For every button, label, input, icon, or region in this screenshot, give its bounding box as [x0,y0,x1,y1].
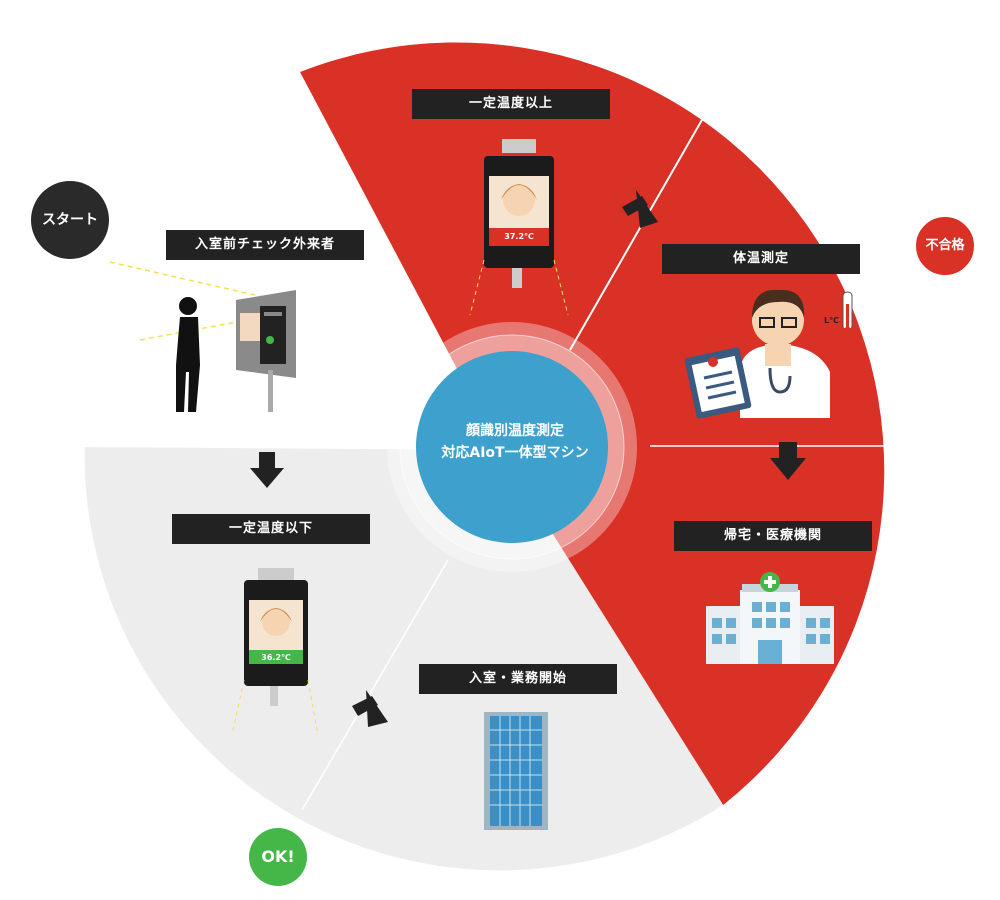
screen-temp-high: 37.2℃ [504,232,534,241]
center-title-line1: 顔識別温度測定 [466,423,564,439]
center-title: 顔識別温度測定 対応AIoT一体型マシン [420,420,610,464]
fail-badge: 不合格 [914,215,976,277]
screen-temp-normal: 36.2℃ [261,653,291,662]
gray-sector [84,447,724,871]
step-label-entry-check: 入室前チェック外来者 [166,230,364,260]
arrow-down-entry [250,452,284,488]
kiosk-normal-temp [231,568,319,736]
step-label-below-temp: 一定温度以下 [172,514,370,544]
center-title-line2: 対応AIoT一体型マシン [441,445,589,461]
step-label-above-temp: 一定温度以上 [412,89,610,119]
thermometer-unit: L℃ [824,316,839,325]
person-silhouette [176,297,200,412]
divider-line [301,559,449,811]
doctor-illustration [684,289,830,419]
ok-badge: OK! [249,828,307,886]
kiosk-high-temp [469,139,569,316]
hospital-building [706,572,834,664]
center-circle [416,351,608,543]
arrow-to-body-temp [622,190,658,228]
step-label-go-home: 帰宅・医療機関 [674,521,872,551]
kiosk-panel-gray [236,290,296,412]
step-label-enter-work: 入室・業務開始 [419,664,617,694]
thermometer-icon [842,291,853,337]
office-building [484,712,548,830]
step-label-body-temp: 体温測定 [662,244,860,274]
arrow-to-work [352,690,388,727]
start-badge: スタート [31,181,109,259]
arrow-down-body-temp [770,442,806,480]
